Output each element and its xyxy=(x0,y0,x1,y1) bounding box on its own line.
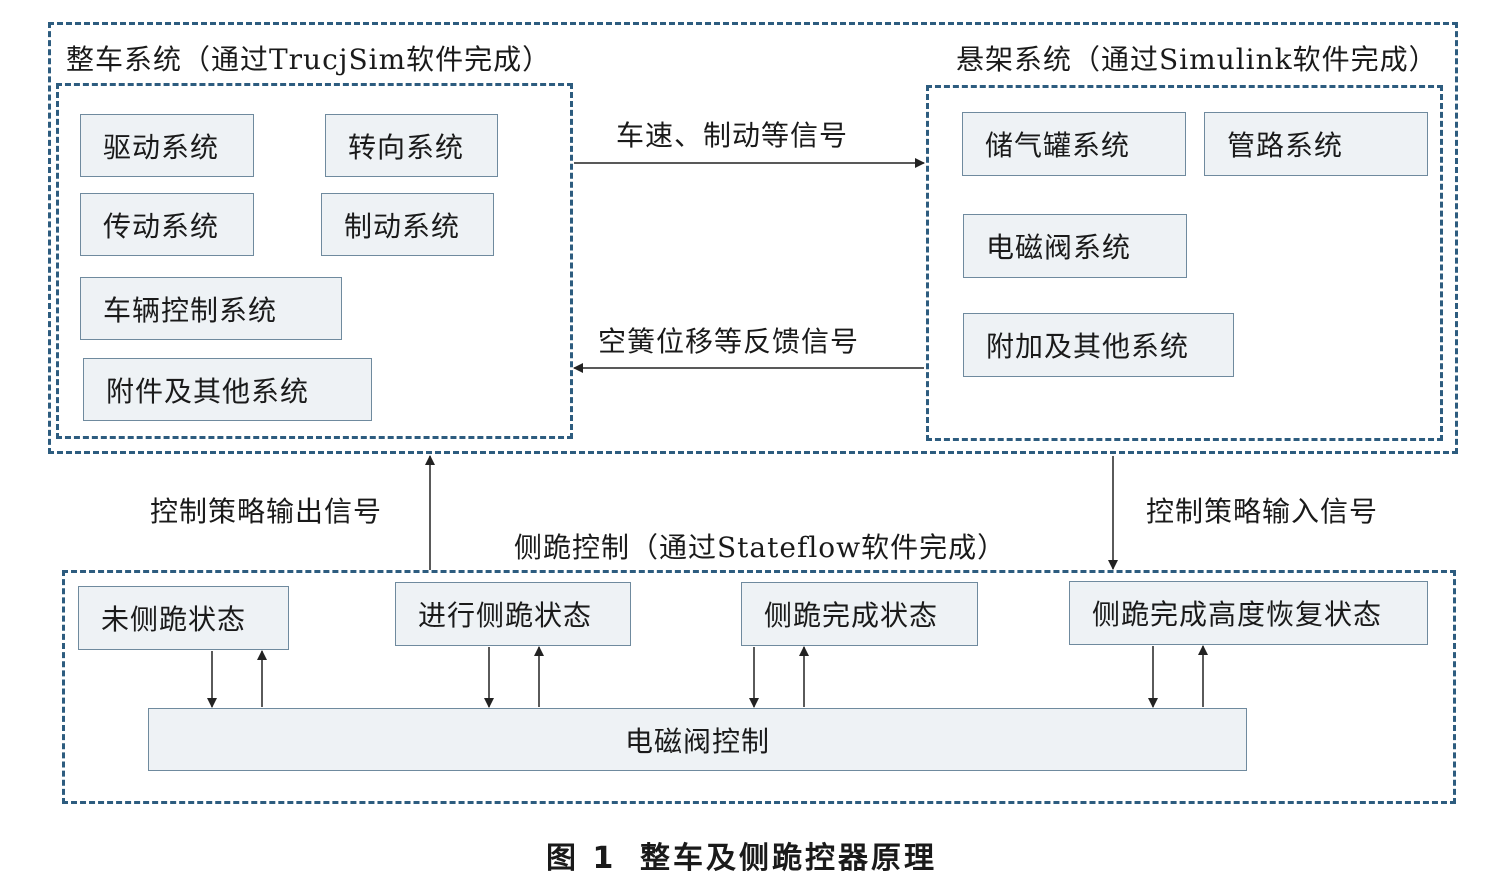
system-container xyxy=(48,22,1458,454)
kneel-control-group xyxy=(62,570,1456,804)
suspension-accessory-system-box: 附加及其他系统 xyxy=(963,313,1234,377)
state-kneeling-box: 进行侧跪状态 xyxy=(395,582,631,646)
steering-system-box: 转向系统 xyxy=(325,114,498,177)
state-not-kneeling-box: 未侧跪状态 xyxy=(78,586,289,650)
brake-system-box: 制动系统 xyxy=(321,193,494,256)
figure-number: 图 1 xyxy=(546,841,617,876)
signal-to-vehicle-label: 空簧位移等反馈信号 xyxy=(598,325,860,358)
vehicle-system-title: 整车系统（通过TrucjSim软件完成） xyxy=(66,43,552,76)
strategy-input-label: 控制策略输入信号 xyxy=(1146,495,1379,528)
transmission-system-box: 传动系统 xyxy=(80,193,254,256)
vehicle-system-group xyxy=(56,83,573,439)
solenoid-valve-system-box: 电磁阀系统 xyxy=(963,214,1187,278)
vehicle-accessory-system-box: 附件及其他系统 xyxy=(83,358,372,421)
vehicle-control-system-box: 车辆控制系统 xyxy=(80,277,342,340)
air-tank-system-box: 储气罐系统 xyxy=(962,112,1186,176)
drive-system-box: 驱动系统 xyxy=(80,114,254,177)
signal-to-suspension-label: 车速、制动等信号 xyxy=(616,119,849,152)
figure-caption: 整车及侧跪控器原理 xyxy=(640,841,937,876)
state-height-recovery-box: 侧跪完成高度恢复状态 xyxy=(1069,581,1428,645)
state-kneel-complete-box: 侧跪完成状态 xyxy=(741,582,978,646)
strategy-output-label: 控制策略输出信号 xyxy=(150,495,383,528)
solenoid-valve-control-box: 电磁阀控制 xyxy=(148,708,1247,771)
pipeline-system-box: 管路系统 xyxy=(1204,112,1428,176)
suspension-system-title: 悬架系统（通过Simulink软件完成） xyxy=(956,43,1438,76)
kneel-control-title: 侧跪控制（通过Stateflow软件完成） xyxy=(514,531,1007,564)
suspension-system-group xyxy=(926,85,1443,441)
